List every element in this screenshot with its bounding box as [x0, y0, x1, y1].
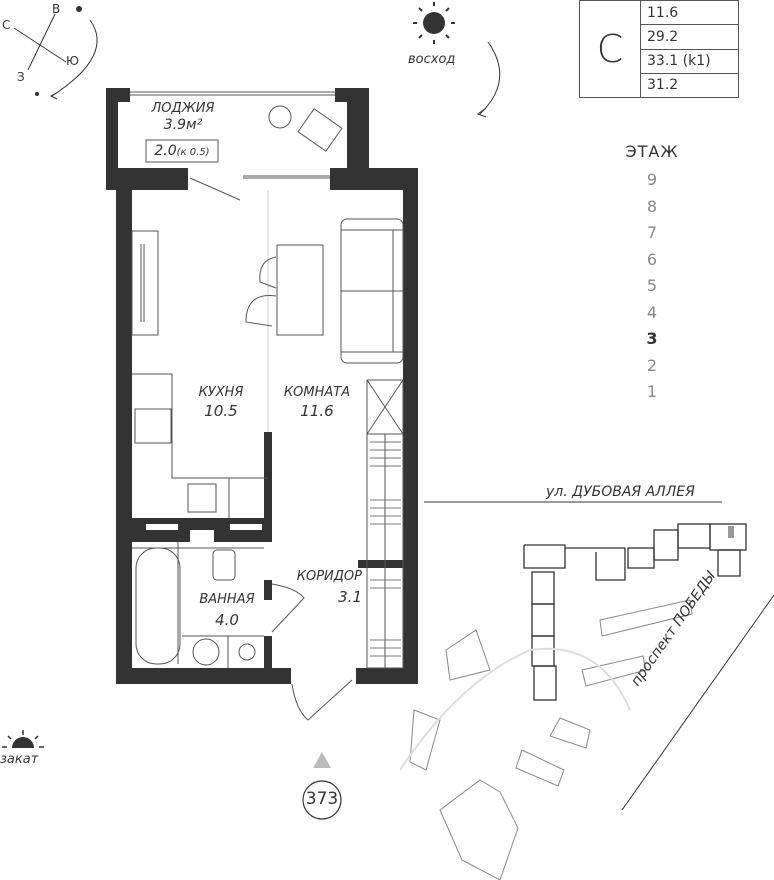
- loggia-name: ЛОДЖИЯ: [151, 101, 215, 116]
- room-kitchen-label: КУХНЯ 10.5: [198, 385, 244, 420]
- type-value-reduced: 31.2: [647, 77, 679, 94]
- sunset-indicator: закат: [0, 720, 60, 770]
- floor-5[interactable]: 5: [646, 276, 658, 295]
- room-bathroom-label: ВАННАЯ 4.0: [199, 592, 255, 629]
- sunrise-indicator: восход: [400, 0, 510, 130]
- loggia-area: 3.9м²: [163, 116, 203, 133]
- floor-selector: ЭТАЖ 9 8 7 6 5 4 3 2 1: [612, 142, 692, 406]
- apartment-type-table: С 11.6 29.2 33.1 (k1) 31.2: [579, 0, 739, 98]
- floor-7[interactable]: 7: [646, 223, 658, 242]
- type-value-total-k1: 33.1 (k1): [641, 50, 738, 74]
- floor-3-active[interactable]: 3: [646, 329, 658, 348]
- compass-rose-icon: [13, 6, 98, 100]
- compass-south: Ю: [66, 54, 79, 68]
- apartment-type-letter: С: [580, 1, 641, 97]
- compass: С В Ю З: [0, 0, 110, 105]
- room-loggia-label: ЛОДЖИЯ 3.9м²: [140, 101, 226, 133]
- floor-8[interactable]: 8: [646, 196, 658, 216]
- compass-west: З: [17, 70, 25, 84]
- floor-1[interactable]: 1: [646, 382, 658, 401]
- room-living-label: КОМНАТА 11.6: [283, 385, 351, 420]
- site-map: ул. ДУБОВАЯ АЛЛЕЯ проспект ПОБЕДЫ: [400, 480, 774, 880]
- street-dubovaya: ул. ДУБОВАЯ АЛЛЕЯ: [546, 484, 695, 500]
- loggia-coef: 2.0(к 0.5): [154, 143, 210, 159]
- type-value-living: 11.6: [641, 1, 738, 26]
- floor-6[interactable]: 6: [646, 249, 658, 269]
- sunset-icon: [2, 730, 44, 748]
- compass-north: С: [2, 18, 11, 32]
- floor-selector-title: ЭТАЖ: [625, 142, 679, 161]
- compass-east: В: [52, 2, 61, 16]
- sunset-label: закат: [0, 752, 39, 767]
- sunrise-label: восход: [408, 52, 456, 67]
- site-map-drawing: [400, 501, 774, 880]
- floor-9[interactable]: 9: [646, 170, 658, 189]
- apartment-number: 373: [305, 789, 339, 809]
- type-value-total: 29.2: [641, 25, 738, 50]
- floor-4[interactable]: 4: [646, 302, 658, 322]
- floor-2[interactable]: 2: [646, 355, 658, 375]
- room-corridor-label: КОРИДОР 3.1: [296, 569, 362, 606]
- sun-icon: [413, 2, 501, 118]
